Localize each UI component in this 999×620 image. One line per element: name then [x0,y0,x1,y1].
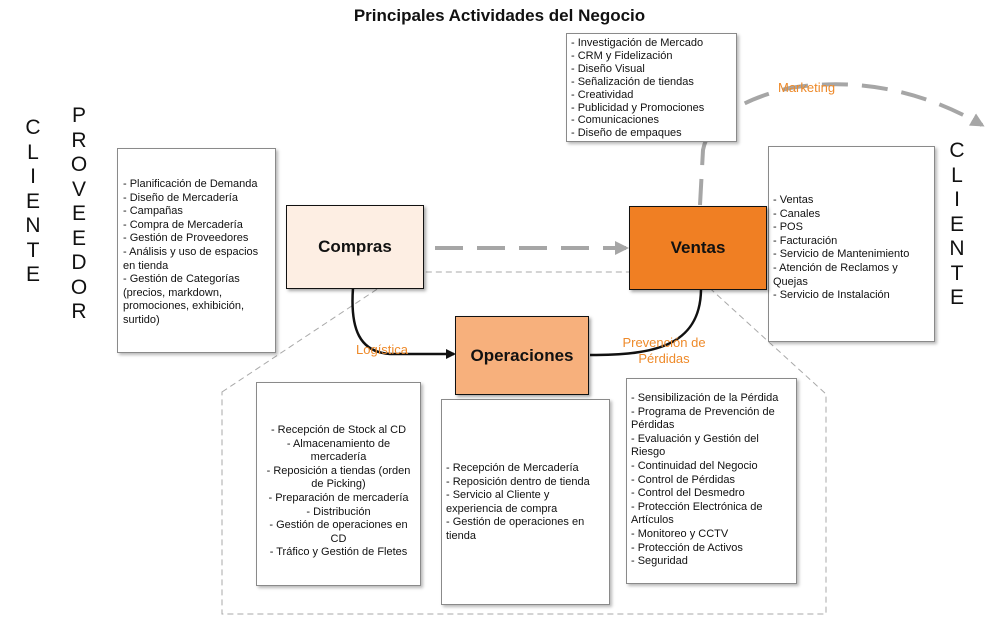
activity-item: - Creatividad [571,88,634,101]
vertical-letter: O [70,153,88,176]
activity-item: - Control del Desmedro [631,487,745,500]
operaciones-node: Operaciones [455,316,589,395]
activity-item: - Diseño de Mercadería [123,191,238,204]
activity-item: - POS [773,221,803,234]
vertical-letter: L [951,163,963,187]
activity-item: - Protección de Activos [631,541,743,554]
activity-item: - Servicio de Instalación [773,289,890,302]
activity-item: - Recepción de Mercadería [446,462,579,474]
ventas-node: Ventas [629,206,767,290]
activity-item: - Seguridad [631,555,688,568]
vertical-letter: O [70,275,88,299]
activity-item: - Distribución [306,505,371,518]
activity-item: - Reposición dentro de tienda [446,475,590,488]
ventas-activities-box: - Ventas- Canales- POS- Facturación- Ser… [768,146,935,342]
activity-item: - Investigación de Mercado [571,37,704,49]
vertical-letter: N [949,237,965,260]
activity-item: - Sensibilización de la Pérdida [631,392,779,404]
prevencion-arrow [589,266,706,357]
logistica-label: Logística [356,342,409,357]
activity-item: - Comunicaciones [571,114,660,127]
activity-item: - Diseño de empaques [571,127,682,140]
activity-item: - Gestión de operaciones en tienda [446,516,585,542]
activity-item: - Análisis y uso de espacios en tienda [123,245,259,272]
activity-item: - Servicio de Mantenimiento [773,248,910,261]
vertical-letter: C [949,139,965,162]
marketing-label: Marketing [778,80,836,95]
logistica-arrow [351,287,456,359]
activity-item: - CRM y Fidelización [571,49,673,62]
vertical-letter: E [949,212,964,236]
vertical-letter: N [25,214,41,237]
activity-item: - Campañas [123,205,183,218]
activity-item: - Diseño Visual [571,62,645,75]
activity-item: - Gestión de Proveedores [123,232,249,245]
vertical-letter: T [26,238,40,262]
activity-item: - Tráfico y Gestión de Fletes [269,546,408,559]
activity-item: - Compra de Mercadería [123,218,243,231]
vertical-letter: E [71,202,86,225]
vertical-letter: E [25,263,40,286]
activity-item: - Protección Electrónica de Artículos [631,500,763,527]
vertical-letter: L [27,140,39,164]
page-title: Principales Actividades del Negocio [353,6,646,25]
activity-item: - Evaluación y Gestión del Riesgo [631,432,759,459]
vertical-letter: C [25,116,41,139]
activity-item: - Atención de Reclamos y Quejas [773,261,898,288]
activity-item: - Monitoreo y CCTV [631,527,729,540]
perdidas-activities-box: - Sensibilización de la Pérdida- Program… [626,378,797,584]
vertical-letter: E [949,286,964,309]
vertical-letter: R [71,128,87,152]
activity-item: - Preparación de mercadería [268,491,409,504]
activity-item: - Ventas [773,194,814,206]
vertical-letter: V [71,177,86,201]
compras-activities-box: - Planificación de Demanda- Diseño de Me… [117,148,276,353]
activity-item: - Servicio al Cliente y experiencia de c… [446,489,558,515]
vertical-letter: P [71,104,86,127]
activity-item: - Recepción de Stock al CD [270,424,407,436]
activity-item: - Señalización de tiendas [571,75,694,88]
vertical-letter: I [954,188,960,211]
logistica-activities-box: - Recepción de Stock al CD- Almacenamien… [256,382,421,586]
activity-item: - Canales [773,207,821,220]
vertical-letter: R [71,300,87,323]
operations-region-outline [221,271,827,615]
activity-item: - Gestión de Categorías (precios, markdo… [123,273,245,326]
vertical-letter: E [25,189,40,213]
activity-item: - Continuidad del Negocio [631,459,758,472]
activity-item: - Reposición a tiendas (orden de Picking… [266,464,411,491]
activity-item: - Control de Pérdidas [631,473,735,486]
activity-item: - Facturación [773,234,838,247]
vertical-letter: E [71,226,86,250]
vertical-letter: D [71,251,87,274]
operaciones-activities-box: - Recepción de Mercadería- Reposición de… [441,399,610,605]
activity-item: - Publicidad y Promociones [571,101,705,114]
marketing-activities-box: - Investigación de Mercado- CRM y Fideli… [566,33,737,142]
activity-item: - Programa de Prevención de Pérdidas [631,405,775,432]
activity-item: - Planificación de Demanda [123,178,258,190]
vertical-letter: T [950,261,964,285]
activity-item: - Gestión de operaciones en CD [269,519,408,545]
prevencion-label: Prevención de Pérdidas [622,335,706,366]
activity-item: - Almacenamiento de mercadería [286,437,391,464]
compras-node: Compras [286,205,424,289]
vertical-letter: I [30,165,36,188]
